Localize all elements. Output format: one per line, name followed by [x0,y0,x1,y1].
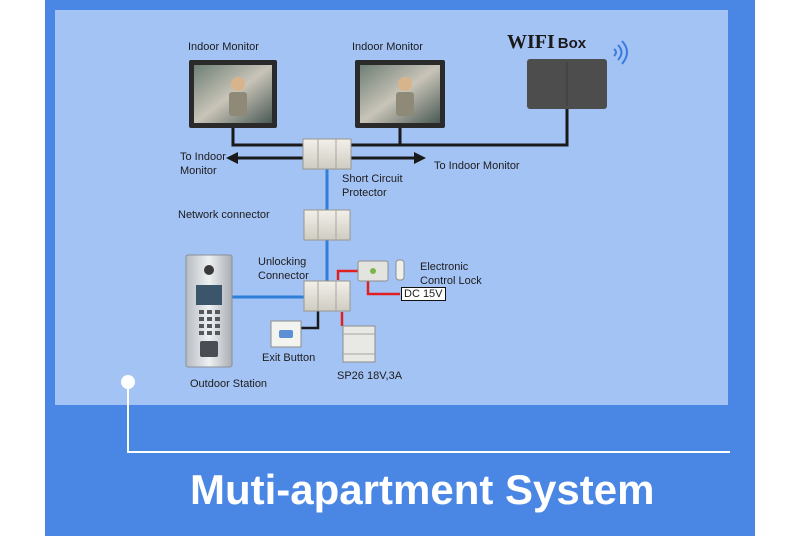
power-supply-device [342,325,376,363]
monitor-1-drop [231,126,305,147]
wifi-signal-icon [613,40,628,65]
banner-title: Muti-apartment System [190,466,655,513]
network-connector-device [303,209,351,241]
label-electronic-control-lock: Electronic Control Lock [420,261,482,287]
wiring [226,108,569,330]
monitor-1-person-body [229,92,247,116]
label-outdoor-station: Outdoor Station [190,378,268,390]
label-power-supply: SP26 18V,3A [337,370,403,382]
exit-button-device [270,320,302,348]
exit-button-wire [300,310,320,330]
monitor-2-drop [350,126,402,147]
short-circuit-protector-device [302,138,352,170]
outdoor-station-device [185,254,233,368]
indoor-monitor-1 [189,60,277,128]
lock-wire [336,269,358,280]
wifi-box-device [527,59,607,109]
label-short-circuit-protector: Short Circuit Protector [342,173,403,199]
label-dc-15v: DC 15V [401,287,446,301]
label-unlocking-connector: Unlocking Connector [258,256,309,282]
callout-dot [121,375,135,389]
wifi-box-word1: WIFI [507,31,555,53]
card-reader [200,341,218,357]
electronic-lock-device [357,259,405,282]
indoor-monitor-2 [355,60,445,128]
label-network-connector: Network connector [178,209,270,221]
unlocking-connector-device [303,280,351,312]
label-to-indoor-right: To Indoor Monitor [434,160,520,172]
monitor-1-person-head [231,77,245,91]
bus-right-arrow [414,152,426,164]
label-indoor-monitor-2: Indoor Monitor [352,41,423,53]
lock-power-wire [366,280,400,296]
lcd-display [196,285,222,305]
label-to-indoor-left: To Indoor Monitor [180,151,226,177]
dc-label-box: DC 15V [401,287,446,301]
monitor-2-person-body [396,92,414,116]
wifi-box-drop [400,108,569,147]
bus-left-arrow [226,152,238,164]
label-indoor-monitor-1: Indoor Monitor [188,41,259,53]
wifi-box-word2: Box [557,35,587,52]
label-exit-button: Exit Button [262,352,316,364]
banner-callout-line [121,375,730,453]
camera-icon [204,265,214,275]
keypad [199,310,220,335]
monitor-2-person-head [398,77,412,91]
